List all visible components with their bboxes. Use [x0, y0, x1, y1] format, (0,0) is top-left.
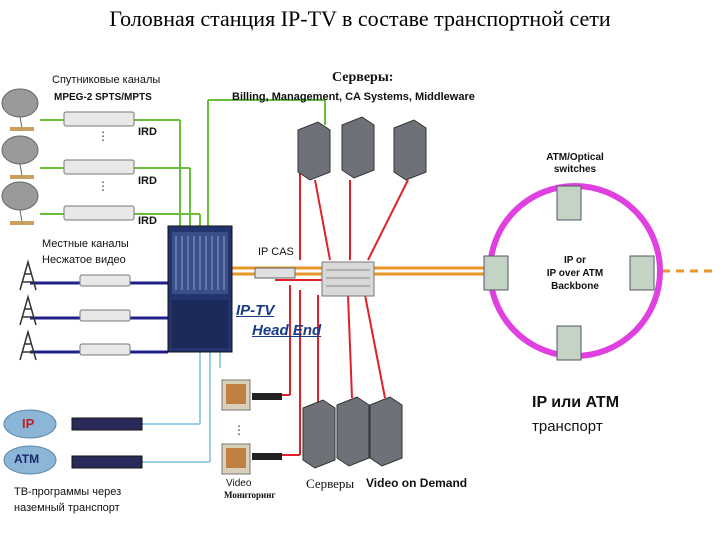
svg-text:⋮: ⋮: [97, 129, 109, 143]
atm-cloud-label: ATM: [14, 452, 40, 466]
antenna-tower-icon: [19, 259, 37, 361]
ip-cas-label: IP CAS: [258, 246, 294, 258]
uncompressed-video-label: Несжатое видео: [42, 254, 126, 266]
ird-receiver-icon: [63, 111, 135, 356]
video-label: Video: [226, 478, 252, 489]
ip-cloud-label: IP: [22, 416, 35, 431]
iptv-label: IP-TV: [236, 302, 275, 319]
vod-server-icon: [302, 396, 403, 469]
vod-servers-label-1: Серверы: [306, 476, 355, 491]
atm-optical-label: ATM/Optical: [546, 152, 604, 163]
page-title: Головная станция IP-TV в составе транспо…: [109, 6, 611, 31]
head-end-label: Head End: [252, 322, 322, 339]
red-links: [262, 172, 409, 456]
servers-title: Серверы:: [332, 70, 394, 85]
ring-ip-or: IP or: [563, 255, 587, 266]
patch-panel-icon: [321, 261, 375, 297]
ird-label-2: IRD: [138, 175, 157, 187]
ring-ip-over-atm: IP over ATM: [546, 268, 604, 279]
ground-links: [140, 352, 221, 463]
ip-or-atm-label: IP или ATM: [532, 394, 620, 411]
encoder-icon: [71, 417, 143, 469]
ird-label-3: IRD: [138, 215, 157, 227]
transport-label: транспорт: [532, 418, 603, 435]
monitor-icon: [221, 379, 282, 475]
switches-label: switches: [553, 164, 597, 175]
atm-switch-icon: [483, 185, 655, 361]
satellite-dish-icon: [1, 88, 39, 223]
mpeg-label: MPEG-2 SPTS/MPTS: [54, 92, 152, 103]
svg-text:⋮: ⋮: [97, 179, 109, 193]
ird-label-1: IRD: [138, 126, 157, 138]
head-end-rack-icon: [167, 225, 233, 353]
monitoring-label: Мониторинг: [224, 490, 276, 500]
satellite-channels-label: Спутниковые каналы: [52, 74, 161, 86]
ip-cas-device-icon: [254, 267, 296, 279]
local-channels-label: Местные каналы: [42, 238, 129, 250]
server-links: [207, 99, 326, 226]
vod-servers-label-2: Video on Demand: [366, 476, 468, 490]
svg-text:⋮: ⋮: [233, 423, 245, 437]
ring-backbone: Backbone: [551, 281, 599, 292]
tv-programs-line1: ТВ-программы через: [14, 486, 122, 498]
tv-programs-line2: наземный транспорт: [14, 502, 120, 514]
cloud-icon: [3, 409, 57, 475]
servers-list: Billing, Management, CA Systems, Middlew…: [232, 91, 475, 103]
satellite-links: [40, 119, 201, 226]
server-icon: [297, 116, 427, 181]
